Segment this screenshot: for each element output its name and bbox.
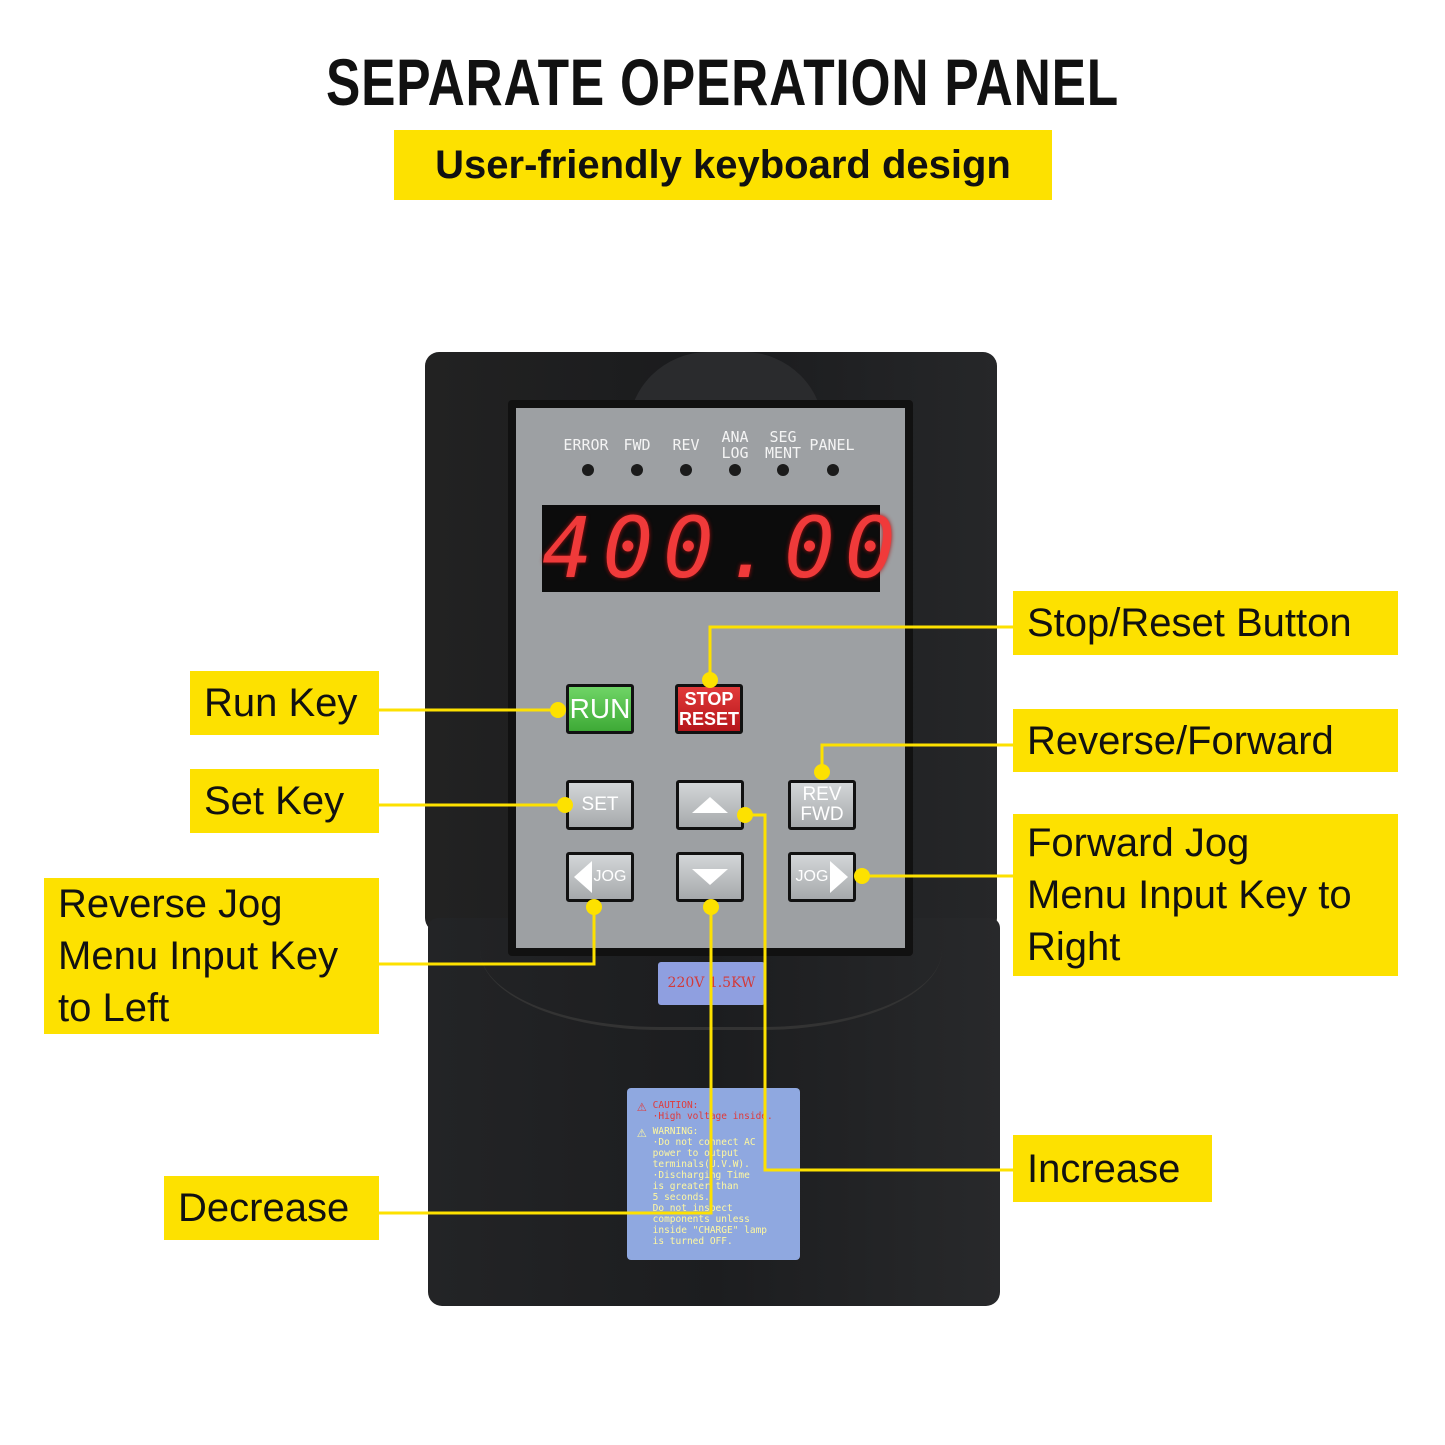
callout-run-key: Run Key xyxy=(190,671,379,735)
marker-dot xyxy=(854,868,870,884)
marker-dot xyxy=(702,672,718,688)
callout-set-key: Set Key xyxy=(190,769,379,833)
jog-left-label: JOG xyxy=(593,868,627,885)
marker-dot xyxy=(586,899,602,915)
leader-stop-reset xyxy=(708,625,1013,680)
indicator-led-rev xyxy=(680,464,692,476)
callout-stop-reset: Stop/Reset Button xyxy=(1013,591,1398,655)
reverse-jog-key[interactable]: JOG xyxy=(566,852,634,902)
page-title: SEPARATE OPERATION PANEL xyxy=(326,45,1119,119)
leader-rev-fwd xyxy=(820,743,1013,772)
right-triangle-icon xyxy=(830,861,849,893)
high-voltage-icon: ⚠ xyxy=(637,1096,647,1115)
warning-line: power to output xyxy=(652,1148,739,1159)
fwd-label: FWD xyxy=(800,804,844,825)
reset-label: RESET xyxy=(678,709,739,729)
callout-reverse-jog: Reverse Jog Menu Input Key to Left xyxy=(44,878,379,1034)
jog-right-label: JOG xyxy=(795,868,829,885)
indicator-label-panel: PANEL xyxy=(809,436,855,454)
warning-icon: ⚠ xyxy=(637,1122,647,1141)
warning-line: is turned OFF. xyxy=(652,1236,733,1247)
caution-text: ·High voltage inside. xyxy=(652,1111,773,1122)
increase-key[interactable] xyxy=(676,780,744,830)
marker-dot xyxy=(557,797,573,813)
callout-decrease: Decrease xyxy=(164,1176,379,1240)
indicator-label-fwd: FWD xyxy=(623,436,651,454)
indicator-led-segment xyxy=(777,464,789,476)
seven-segment-display: 400.00 xyxy=(542,499,906,597)
callout-line: Reverse Jog xyxy=(58,882,283,926)
left-triangle-icon xyxy=(573,861,592,893)
callout-line: Menu Input Key xyxy=(58,934,339,978)
callout-forward-jog: Forward Jog Menu Input Key to Right xyxy=(1013,814,1398,976)
run-key[interactable]: RUN xyxy=(566,684,634,734)
indicator-led-analog xyxy=(729,464,741,476)
leader-increase xyxy=(745,813,1013,1172)
warning-line: components unless xyxy=(652,1214,750,1225)
rev-fwd-key[interactable]: REV FWD xyxy=(788,780,856,830)
indicator-led-panel xyxy=(827,464,839,476)
caution-title: CAUTION: xyxy=(652,1100,699,1111)
marker-dot xyxy=(814,764,830,780)
callout-increase: Increase xyxy=(1013,1135,1212,1202)
up-triangle-icon xyxy=(692,797,728,813)
warning-line: ·Discharging Time xyxy=(652,1170,750,1181)
indicator-label-error: ERROR xyxy=(563,436,609,454)
warning-line: terminals(U.V.W). xyxy=(652,1159,750,1170)
callout-line: Right xyxy=(1027,925,1121,969)
marker-dot xyxy=(737,807,753,823)
warning-line: 5 seconds. xyxy=(652,1192,710,1203)
indicator-label-analog: ANA LOG xyxy=(721,428,749,462)
callout-line: Menu Input Key to xyxy=(1027,873,1352,917)
indicator-label-rev: REV xyxy=(672,436,700,454)
marker-dot xyxy=(550,702,566,718)
down-triangle-icon xyxy=(692,869,728,885)
indicator-led-fwd xyxy=(631,464,643,476)
indicator-label-segment: SEG MENT xyxy=(764,428,802,462)
set-key[interactable]: SET xyxy=(566,780,634,830)
rev-label: REV xyxy=(802,784,842,805)
warning-title: WARNING: xyxy=(652,1126,699,1137)
warning-line: inside "CHARGE" lamp xyxy=(652,1225,768,1236)
leader-rev-jog xyxy=(379,907,596,966)
caution-sticker: ⚠ CAUTION: ·High voltage inside. ⚠ WARNI… xyxy=(627,1088,800,1260)
callout-line: to Left xyxy=(58,986,170,1030)
callout-line: Forward Jog xyxy=(1027,821,1250,865)
subtitle-banner: User-friendly keyboard design xyxy=(394,130,1052,200)
stop-label: STOP xyxy=(684,689,734,709)
warning-line: Do not inspect xyxy=(652,1203,733,1214)
indicator-led-error xyxy=(582,464,594,476)
marker-dot xyxy=(703,899,719,915)
callout-reverse-forward: Reverse/Forward xyxy=(1013,709,1398,772)
decrease-key[interactable] xyxy=(676,852,744,902)
leader-decrease xyxy=(379,907,713,1215)
warning-line: is greater than xyxy=(652,1181,739,1192)
warning-line: ·Do not connect AC xyxy=(652,1137,756,1148)
forward-jog-key[interactable]: JOG xyxy=(788,852,856,902)
